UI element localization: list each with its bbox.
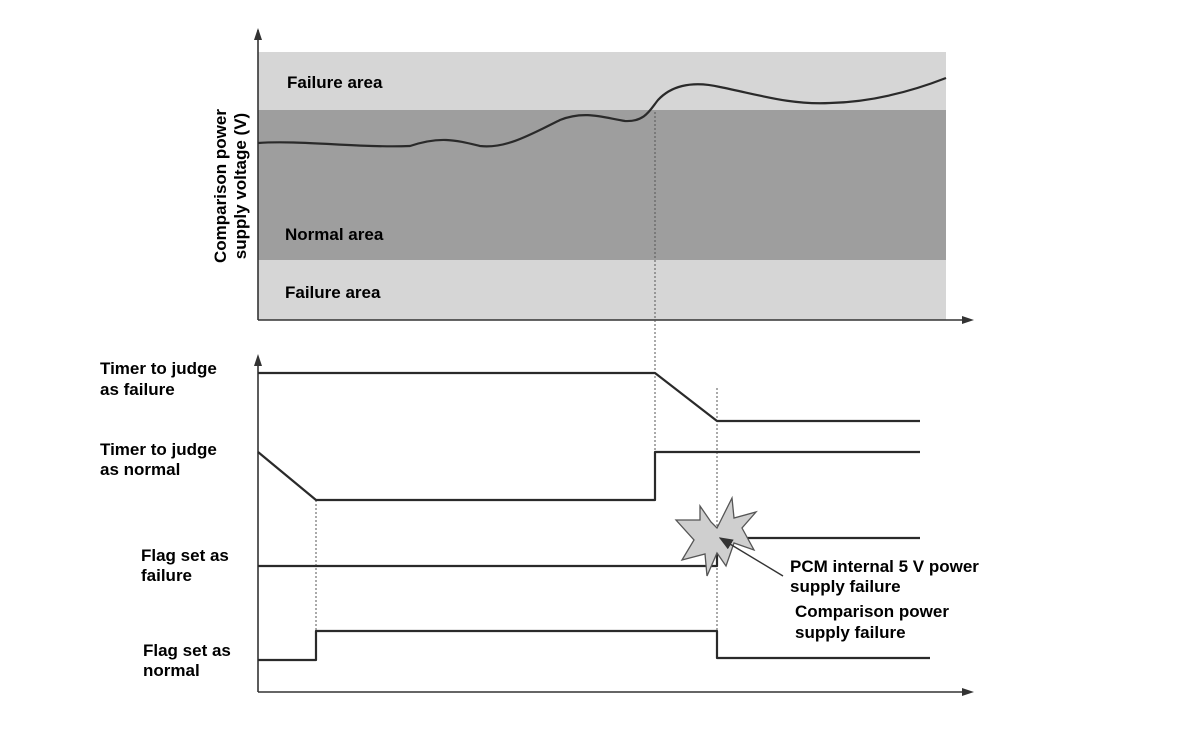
signal-flag-normal-line2: normal xyxy=(143,661,200,680)
comparison-failure-label-line2: supply failure xyxy=(795,623,906,642)
voltage-y-axis-arrow xyxy=(254,28,262,40)
failure-burst-icon xyxy=(674,495,758,577)
normal-area xyxy=(258,110,946,260)
voltage-trace xyxy=(257,76,947,148)
y-axis-label-line1: Comparison power xyxy=(211,109,230,263)
timing-chart: Timer to judge as failure Timer to judge… xyxy=(100,112,979,696)
signal-timer-normal-line1: Timer to judge xyxy=(100,440,217,459)
pcm-failure-label-line2: supply failure xyxy=(790,577,901,596)
timing-x-axis-arrow xyxy=(962,688,974,696)
signal-flag-failure-line2: failure xyxy=(141,566,192,585)
voltage-plot: Failure area Normal area Failure area Co… xyxy=(211,28,974,324)
signal-timer-normal-line2: as normal xyxy=(100,460,180,479)
timing-y-axis-arrow xyxy=(254,354,262,366)
lower-failure-area xyxy=(258,260,946,320)
pcm-failure-arrow xyxy=(718,537,784,577)
voltage-y-axis-label: Comparison power supply voltage (V) xyxy=(211,109,250,263)
pcm-failure-label-line1: PCM internal 5 V power xyxy=(790,557,979,576)
comparison-failure-label-line1: Comparison power xyxy=(795,602,949,621)
upper-failure-area-label: Failure area xyxy=(287,73,383,92)
upper-failure-area xyxy=(258,52,946,110)
signal-timer-failure-line2: as failure xyxy=(100,380,175,399)
voltage-x-axis-arrow xyxy=(962,316,974,324)
signal-flag-normal-line1: Flag set as xyxy=(143,641,231,660)
timer-normal-trace xyxy=(257,450,920,502)
lower-failure-area-label: Failure area xyxy=(285,283,381,302)
normal-area-label: Normal area xyxy=(285,225,384,244)
y-axis-label-line2: supply voltage (V) xyxy=(231,113,250,259)
signal-flag-failure-line1: Flag set as xyxy=(141,546,229,565)
flag-normal-trace xyxy=(258,629,930,662)
timer-failure-trace xyxy=(258,371,920,423)
signal-timer-failure-line1: Timer to judge xyxy=(100,359,217,378)
